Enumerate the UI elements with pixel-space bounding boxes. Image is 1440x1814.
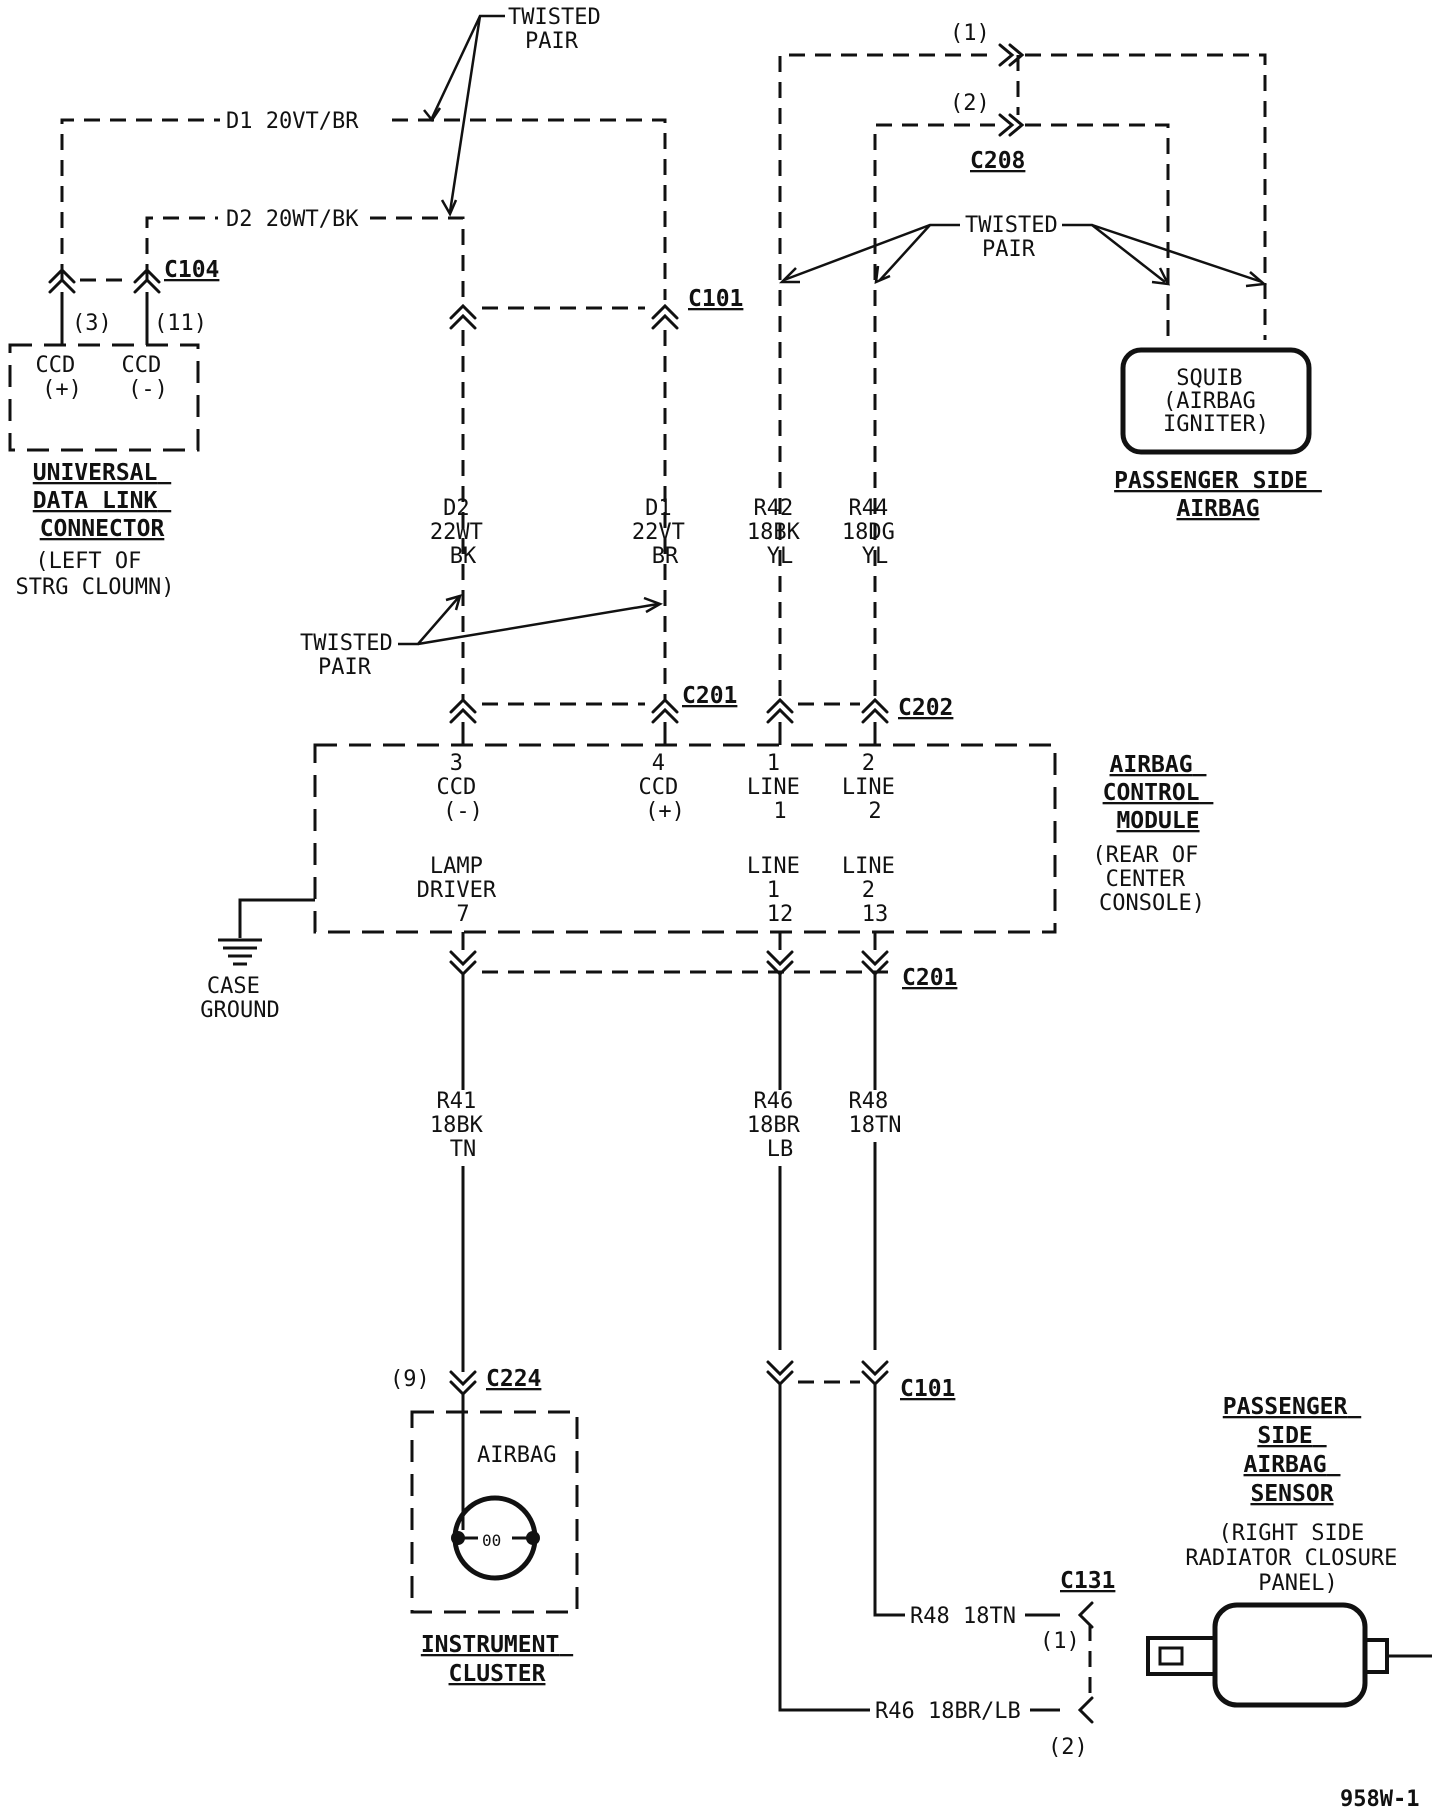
module-lamp-driver: LAMP DRIVER 7 xyxy=(417,854,510,927)
c101-bottom-connectors xyxy=(766,1360,1060,1712)
c104-pin-3: (3) xyxy=(72,311,112,336)
airbag-control-module-title: AIRBAG CONTROL MODULE xyxy=(1103,752,1214,834)
c201-top-label: C201 xyxy=(682,683,737,709)
twisted-pair-arrows-right xyxy=(778,223,1267,288)
c131-pin-2: (2) xyxy=(1048,1735,1088,1760)
d1-top-wire xyxy=(60,118,667,300)
twisted-pair-label-top: TWISTED PAIR xyxy=(508,5,614,54)
c208-connector xyxy=(998,43,1025,137)
r48-h-label-bg xyxy=(905,1600,1025,1630)
module-pin-2: 2 LINE 2 xyxy=(842,751,908,824)
c224-connector xyxy=(449,1370,477,1530)
instrument-cluster-title: INSTRUMENT CLUSTER xyxy=(421,1632,573,1687)
c202-label: C202 xyxy=(898,695,953,721)
c101-top-connector xyxy=(449,303,679,330)
c131-pin-1: (1) xyxy=(1040,1629,1080,1654)
d2-wire-label: D2 22WT BK xyxy=(430,496,496,569)
c101-bottom-label: C101 xyxy=(900,1376,955,1402)
instrument-cluster-box xyxy=(410,1410,579,1614)
airbag-warning-lamp-icon xyxy=(451,1495,540,1581)
twisted-pair-label-right: TWISTED PAIR xyxy=(965,213,1071,262)
airbag-control-module-location: (REAR OF CENTER CONSOLE) xyxy=(1092,843,1211,916)
module-pin-3: 3 CCD (-) xyxy=(437,751,490,824)
figure-id: 958W-1 xyxy=(1340,1787,1419,1812)
c104-pin-11: (11) xyxy=(154,311,207,336)
squib-box xyxy=(1120,347,1312,455)
d2-top-wire xyxy=(145,216,465,300)
r46-h-label-bg xyxy=(870,1695,1030,1725)
module-pin-13: LINE 2 13 xyxy=(842,854,908,927)
udlc-box xyxy=(8,343,200,452)
module-pin-12: LINE 1 12 xyxy=(747,854,813,927)
airbag-control-module-box xyxy=(313,743,1057,934)
twisted-pair-arrows-top xyxy=(423,14,505,217)
c208-pin2-loop xyxy=(873,123,1170,340)
case-ground-label: CASE GROUND xyxy=(200,974,279,1023)
c201-c202-top-connectors xyxy=(449,697,889,745)
r41-label-bg xyxy=(438,1090,488,1166)
c201-bottom-connectors xyxy=(449,932,890,977)
r41-wire-label: R41 18BK TN xyxy=(430,1089,496,1162)
c101-top-label: C101 xyxy=(688,286,743,312)
r46-label-bg xyxy=(755,1090,805,1166)
sensor-location: (RIGHT SIDE RADIATOR CLOSURE PANEL) xyxy=(1185,1521,1410,1596)
module-pin-1: 1 LINE 1 xyxy=(747,751,813,824)
r42-wire-label: R42 18BK YL xyxy=(747,496,813,569)
d1-top-label: D1 20VT/BR xyxy=(226,109,359,134)
udlc-location: (LEFT OF STRG CLOUMN) xyxy=(16,549,175,600)
case-ground-symbol xyxy=(218,898,315,966)
twisted-pair-label-middle: TWISTED PAIR xyxy=(300,631,406,680)
twisted-pair-arrows-middle xyxy=(398,594,663,646)
passenger-side-airbag-title: PASSENGER SIDE AIRBAG xyxy=(1114,468,1322,522)
r48-horizontal-label: R48 18TN xyxy=(910,1604,1016,1629)
airbag-lamp-inner-label: 00 xyxy=(482,1531,501,1550)
r46-horizontal-label: R46 18BR/LB xyxy=(875,1699,1021,1724)
c208-pin-2: (2) xyxy=(950,91,990,116)
c131-label: C131 xyxy=(1060,1568,1115,1594)
airbag-lamp-label: AIRBAG xyxy=(477,1443,556,1468)
c104-label: C104 xyxy=(164,257,219,283)
c208-pin-1: (1) xyxy=(950,21,990,46)
c131-connector xyxy=(1077,1601,1094,1724)
d1-wire-label: D1 22VT BR xyxy=(632,496,698,569)
c201-bottom-label: C201 xyxy=(902,965,957,991)
c208-pin1-loop xyxy=(778,53,1267,340)
c208-label: C208 xyxy=(970,148,1025,174)
c104-connector xyxy=(48,267,161,345)
squib-label: SQUIB (AIRBAG IGNITER) xyxy=(1163,366,1269,437)
r44-wire-label: R44 18DG YL xyxy=(842,496,908,569)
udlc-ccd-plus: CCD (+) xyxy=(36,353,89,402)
udlc-title: UNIVERSAL DATA LINK CONNECTOR xyxy=(33,460,171,542)
udlc-ccd-minus: CCD (-) xyxy=(122,353,175,402)
d2-top-label: D2 20WT/BK xyxy=(226,207,359,232)
r48-label-bg xyxy=(850,1090,900,1142)
sensor-title: PASSENGER SIDE AIRBAG SENSOR xyxy=(1223,1394,1361,1507)
module-pin-4: 4 CCD (+) xyxy=(639,751,692,824)
c224-label: C224 xyxy=(486,1366,541,1392)
c224-pin-9: (9) xyxy=(390,1367,430,1392)
r48-wire-label: R48 18TN xyxy=(849,1089,902,1138)
r46-wire-label: R46 18BR LB xyxy=(747,1089,813,1162)
airbag-sensor-icon xyxy=(1146,1602,1432,1708)
